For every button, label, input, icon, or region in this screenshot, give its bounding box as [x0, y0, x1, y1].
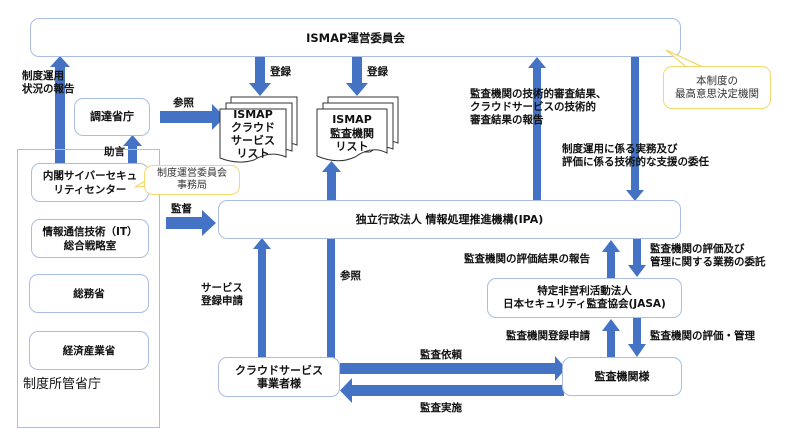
label-tech-review-line-1: 監査機関の技術的審査結果、: [470, 88, 607, 100]
arrow-eval-mgmt-delegation: [628, 239, 646, 277]
ministry-mic-title: 総務省: [73, 287, 105, 300]
label-supervision: 監督: [171, 203, 192, 215]
cloud-list-line-3: サービス: [231, 134, 275, 147]
ministry-nisc-line-2: リティセンター: [53, 183, 127, 196]
ministry-nisc-box: 内閣サイバーセキュ リティセンター: [31, 163, 149, 202]
label-eval-mgmt: 監査機関の評価・管理: [650, 330, 755, 342]
label-status-report-line-1: 制度運用: [22, 70, 64, 82]
label-delegation-line-1: 制度運用に係る実務及び: [562, 143, 678, 155]
ministry-mic-box: 総務省: [29, 274, 149, 313]
label-service-application-line-2: 登録申請: [201, 295, 243, 307]
arrow-reference-line: [327, 238, 335, 359]
arrow-eval-result-report: [602, 240, 620, 278]
callout-secretariat-body: 制度運営委員会 事務局: [144, 165, 240, 195]
cloud-list-line-1: ISMAP: [233, 108, 273, 121]
label-register-cloud: 登録: [270, 66, 291, 78]
auditor-list-label: ISMAP 監査機関 リスト: [317, 113, 387, 154]
callout-secretariat-line-2: 事務局: [177, 180, 207, 191]
label-delegation: 制度運用に係る実務及び 評価に係る技術的な支援の委任: [562, 143, 709, 169]
arrow-auditor-registration: [602, 319, 620, 357]
arrow-register-cloud-list: [249, 57, 271, 96]
ipa-box: 独立行政法人 情報処理推進機構(IPA): [218, 200, 681, 239]
ismap-committee-box: ISMAP運営委員会: [30, 18, 681, 57]
arrow-audit-request: [340, 356, 566, 381]
arrow-eval-mgmt: [628, 318, 646, 357]
procurement-box: 調達省庁: [74, 98, 150, 136]
label-service-application: サービス 登録申請: [201, 282, 243, 308]
label-tech-review-report: 監査機関の技術的審査結果、 クラウドサービスの技術的 審査結果の報告: [470, 88, 607, 127]
arrow-status-report: [50, 56, 70, 163]
arrow-reference-bottom: [322, 161, 341, 200]
jasa-line-2: 日本セキュリティ監査協会(JASA): [503, 298, 666, 310]
auditor-list-line-1: ISMAP: [332, 113, 372, 126]
callout-decision-line-1: 本制度の: [696, 74, 738, 87]
cloud-list-line-2: クラウド: [231, 121, 275, 134]
audit-org-title: 監査機関様: [594, 369, 650, 383]
ministry-meti-box: 経済産業省: [29, 331, 149, 370]
label-delegation-line-2: 評価に係る技術的な支援の委任: [562, 156, 709, 168]
label-audit-request: 監査依頼: [420, 349, 462, 361]
label-auditor-registration: 監査機関登録申請: [506, 330, 590, 342]
ipa-title: 独立行政法人 情報処理推進機構(IPA): [355, 212, 544, 226]
label-eval-mgmt-delegation: 監査機関の評価及び 管理に関する業務の委託: [650, 243, 766, 269]
arrow-audit-execution: [340, 378, 564, 403]
ministry-it-office-box: 情報通信技術（IT） 総合戦略室: [31, 219, 149, 258]
auditor-list-line-2: 監査機関: [330, 126, 374, 140]
label-eval-mgmt-delegation-line-1: 監査機関の評価及び: [650, 243, 745, 255]
cloud-list-label: ISMAP クラウド サービス リスト: [220, 108, 286, 160]
callout-secretariat-line-1: 制度運営委員会: [157, 168, 227, 179]
ministry-it-office-line-2: 総合戦略室: [63, 239, 117, 252]
ministry-meti-title: 経済産業省: [62, 344, 116, 357]
ministry-it-office-line-1: 情報通信技術（IT）: [42, 225, 138, 238]
audit-org-box: 監査機関様: [562, 357, 682, 396]
label-status-report: 制度運用 状況の報告: [22, 70, 75, 96]
label-reference-bottom: 参照: [340, 270, 361, 282]
label-service-application-line-1: サービス: [201, 282, 243, 294]
arrow-reference-top: [160, 104, 225, 130]
label-tech-review-line-2: クラウドサービスの技術的: [470, 101, 596, 113]
arrow-tech-review-report: [528, 57, 546, 200]
label-eval-mgmt-delegation-line-2: 管理に関する業務の委託: [650, 256, 766, 268]
callout-decision-line-2: 最高意思決定機関: [675, 87, 759, 100]
arrow-advice: [123, 135, 142, 164]
jasa-box: 特定非営利活動法人 日本セキュリティ監査協会(JASA): [487, 278, 682, 318]
ismap-committee-title: ISMAP運営委員会: [306, 30, 405, 45]
cloud-provider-line-2: 事業者様: [257, 377, 301, 390]
ministries-group: [17, 149, 160, 428]
label-audit-execution: 監査実施: [420, 402, 462, 414]
procurement-title: 調達省庁: [90, 110, 134, 123]
label-advice: 助言: [104, 146, 125, 158]
cloud-provider-line-1: クラウドサービス: [235, 364, 323, 377]
label-eval-result-report: 監査機関の評価結果の報告: [464, 253, 590, 265]
arrow-register-auditor-list: [346, 57, 368, 96]
auditor-list-line-3: リスト: [335, 140, 369, 153]
label-reference-top: 参照: [173, 97, 194, 109]
arrow-supervision: [166, 210, 216, 236]
label-tech-review-line-3: 審査結果の報告: [470, 114, 544, 126]
cloud-provider-box: クラウドサービス 事業者様: [218, 357, 340, 397]
cloud-list-line-4: リスト: [236, 147, 270, 160]
arrow-delegation: [626, 57, 644, 201]
ministry-nisc-line-1: 内閣サイバーセキュ: [42, 169, 138, 182]
ministries-group-label: 制度所管省庁: [23, 377, 102, 392]
label-status-report-line-2: 状況の報告: [22, 83, 75, 95]
label-register-auditor: 登録: [367, 66, 388, 78]
callout-decision-body: 本制度の 最高意思決定機関: [663, 66, 771, 109]
arrow-service-application: [253, 238, 271, 359]
jasa-line-1: 特定非営利活動法人: [537, 285, 632, 297]
